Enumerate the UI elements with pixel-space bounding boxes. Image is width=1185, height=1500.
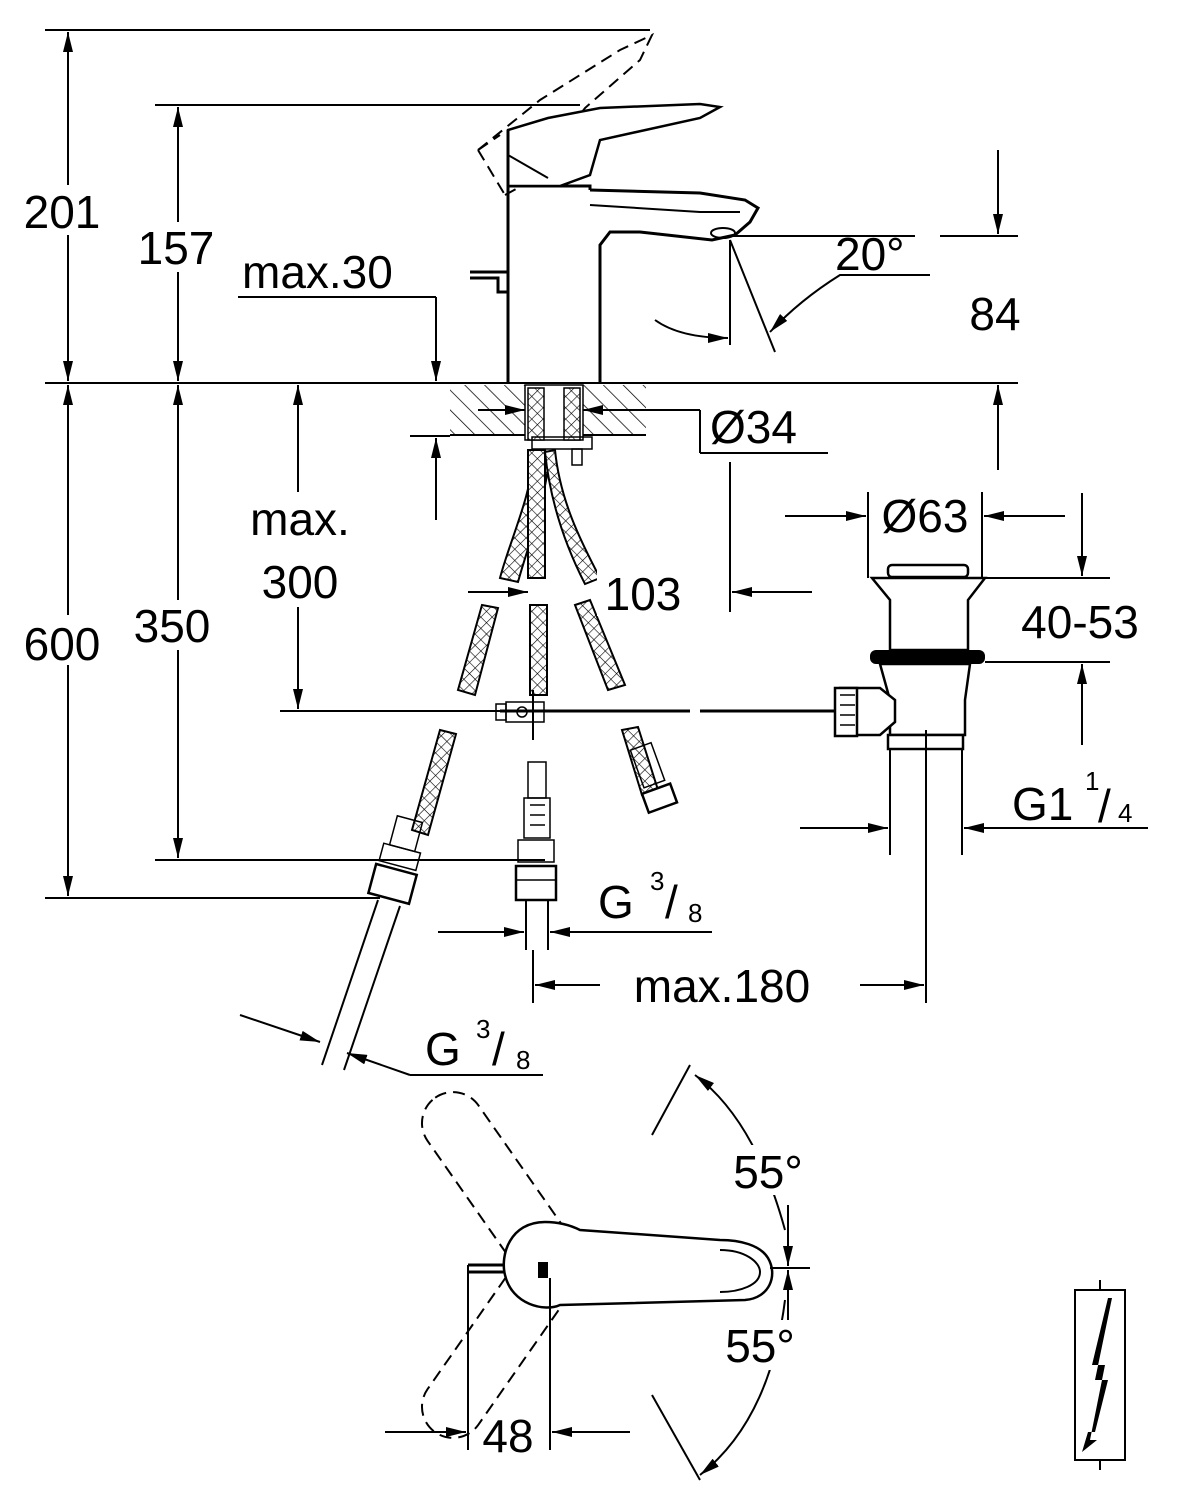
label-201: 201 (24, 186, 101, 238)
dimension-max-300: max. 300 (235, 385, 370, 709)
dimension-103: 103 (468, 462, 812, 620)
label-84: 84 (969, 288, 1020, 340)
label-g1-slash: / (1098, 780, 1111, 832)
label-157: 157 (138, 222, 215, 274)
label-300: 300 (262, 556, 339, 608)
pop-up-rod (495, 690, 835, 740)
label-g-left-num: 3 (476, 1014, 490, 1044)
hose-connectors (321, 741, 679, 1071)
label-g-center: G (598, 876, 634, 928)
label-g1-num: 1 (1085, 766, 1099, 796)
dimension-55-top: 55° (694, 1074, 817, 1266)
label-g-left-slash: / (492, 1023, 505, 1075)
flex-hoses (410, 448, 660, 837)
dimension-84: 84 (940, 150, 1021, 470)
label-g-center-num: 3 (650, 866, 664, 896)
label-g-left: G (425, 1023, 461, 1075)
dimension-spout-angle: 20° (654, 228, 930, 353)
dimension-max-180: max.180 (532, 950, 924, 1012)
top-view (420, 1064, 810, 1481)
dimension-48: 48 (385, 1410, 630, 1462)
dimension-55-bottom: 55° (699, 1270, 807, 1476)
label-20-degrees: 20° (835, 228, 905, 280)
label-g1: G1 (1012, 778, 1073, 830)
dimension-350: 350 (122, 385, 227, 858)
label-350: 350 (134, 600, 211, 652)
label-max-180: max.180 (634, 960, 810, 1012)
label-g-left-den: 8 (516, 1045, 530, 1075)
label-103: 103 (605, 568, 682, 620)
lightning-bolt-icon (1074, 1280, 1126, 1470)
dimension-40-53: 40-53 (985, 493, 1139, 745)
dimension-g-3-8-left: G 3 / 8 (239, 1014, 543, 1076)
label-40-53: 40-53 (1021, 596, 1139, 648)
dimension-diameter-34: Ø34 (478, 401, 828, 454)
dimension-g-3-8-center: G 3 / 8 (438, 866, 712, 937)
label-g1-den: 4 (1118, 798, 1132, 828)
label-g-center-den: 8 (688, 898, 702, 928)
dimension-600: 600 (10, 385, 115, 896)
label-diameter-34: Ø34 (710, 401, 797, 453)
dimension-201: 201 (12, 32, 112, 381)
faucet-body (470, 32, 761, 383)
label-600: 600 (24, 618, 101, 670)
label-max: max. (250, 493, 350, 545)
dimension-diameter-63: Ø63 (785, 490, 1065, 578)
label-55-bottom: 55° (725, 1320, 795, 1372)
dimension-g1-1-4: G1 1 / 4 (800, 766, 1148, 833)
label-g-center-slash: / (665, 876, 678, 928)
label-max-30: max.30 (242, 246, 393, 298)
dimension-157: 157 (128, 107, 223, 381)
reference-lines (45, 29, 1018, 899)
label-55-top: 55° (733, 1146, 803, 1198)
dimension-max-30: max.30 (238, 246, 450, 520)
label-diameter-63: Ø63 (882, 490, 969, 542)
pop-up-waste (833, 563, 988, 1003)
label-48: 48 (482, 1410, 533, 1462)
